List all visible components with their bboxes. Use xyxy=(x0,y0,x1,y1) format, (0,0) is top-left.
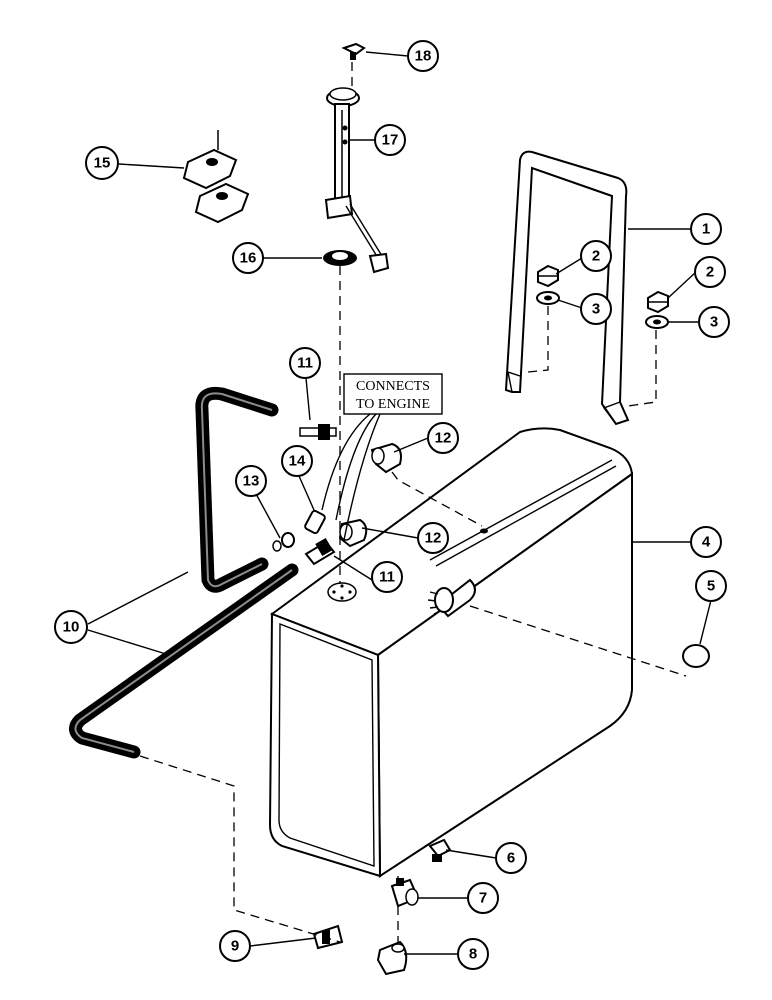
callout-12-upper-label: 12 xyxy=(435,430,452,447)
callout-14-label: 14 xyxy=(289,453,306,470)
cap xyxy=(682,644,710,668)
callout-2-right: 2 xyxy=(694,256,726,288)
callout-12-upper: 12 xyxy=(427,422,459,454)
callout-2-right-label: 2 xyxy=(706,264,714,281)
callout-10-label: 10 xyxy=(63,619,80,636)
strap-left-bolt-dash xyxy=(527,306,549,373)
callout-11-upper-label: 11 xyxy=(297,355,313,372)
strap-nut-left xyxy=(537,264,559,288)
strap-right-bolt-dash xyxy=(627,330,657,407)
hose-clips xyxy=(182,130,250,224)
fuel-gauge-sending-unit xyxy=(324,87,390,274)
o-ring xyxy=(272,532,295,552)
strap-washer-right xyxy=(645,315,669,329)
callout-10: 10 xyxy=(54,610,88,644)
elbow-bottom xyxy=(376,940,408,976)
shutoff-valve xyxy=(390,878,420,908)
fuel-hoses xyxy=(69,386,299,759)
callout-9-label: 9 xyxy=(231,938,239,955)
sending-unit-screw xyxy=(341,42,366,60)
connects-to-engine-note: CONNECTS TO ENGINE xyxy=(321,373,443,541)
fuel-tank xyxy=(268,427,634,878)
callout-9: 9 xyxy=(219,930,251,962)
leader-lines xyxy=(87,51,712,955)
callout-6-label: 6 xyxy=(507,850,515,867)
callout-1-label: 1 xyxy=(702,221,710,238)
fitting-lower xyxy=(304,537,336,566)
callout-17: 17 xyxy=(374,124,406,156)
hose-adapter xyxy=(304,509,326,535)
hose-to-fitting-dash xyxy=(139,755,341,943)
callout-13-label: 13 xyxy=(243,473,260,490)
callout-8-label: 8 xyxy=(469,946,477,963)
callout-5: 5 xyxy=(695,570,727,602)
callout-7: 7 xyxy=(467,882,499,914)
callout-1: 1 xyxy=(690,213,722,245)
callout-5-label: 5 xyxy=(707,578,715,595)
note-line-1: CONNECTS xyxy=(356,379,430,394)
callout-15: 15 xyxy=(85,146,119,180)
drain-plug xyxy=(428,838,452,862)
callout-12-lower-label: 12 xyxy=(425,530,442,547)
callout-4-label: 4 xyxy=(702,534,711,551)
strap-washer-left xyxy=(536,291,560,305)
fitting-upper xyxy=(299,424,337,440)
callout-16-label: 16 xyxy=(240,250,257,267)
note-line-2: TO ENGINE xyxy=(356,397,430,412)
strap-nut-right xyxy=(647,290,669,314)
tank-strap xyxy=(504,150,630,426)
cap-dash xyxy=(469,605,687,677)
callout-6: 6 xyxy=(495,842,527,874)
callout-2-left: 2 xyxy=(580,240,612,272)
callout-16: 16 xyxy=(232,242,264,274)
elbow-upper-dash xyxy=(391,471,483,527)
callout-8: 8 xyxy=(457,938,489,970)
elbow-upper xyxy=(370,442,402,474)
callout-11-upper: 11 xyxy=(289,347,321,379)
elbow-lower xyxy=(338,518,368,548)
callout-15-label: 15 xyxy=(94,155,111,172)
callout-11-lower: 11 xyxy=(371,561,403,593)
callout-18-label: 18 xyxy=(415,48,432,65)
callout-11-lower-label: 11 xyxy=(379,569,395,586)
callout-17-label: 17 xyxy=(382,132,399,149)
callout-18: 18 xyxy=(407,40,439,72)
connector-fitting xyxy=(312,924,344,950)
callout-14: 14 xyxy=(281,445,313,477)
callout-12-lower: 12 xyxy=(417,522,449,554)
sender-gasket xyxy=(323,250,357,266)
callout-4: 4 xyxy=(690,526,722,558)
callout-13: 13 xyxy=(235,465,267,497)
callout-3-right-label: 3 xyxy=(710,314,718,331)
callout-2-left-label: 2 xyxy=(592,248,600,265)
callout-3-left: 3 xyxy=(580,293,612,325)
callout-3-right: 3 xyxy=(698,306,730,338)
callout-3-left-label: 3 xyxy=(592,301,600,318)
callout-7-label: 7 xyxy=(479,890,487,907)
